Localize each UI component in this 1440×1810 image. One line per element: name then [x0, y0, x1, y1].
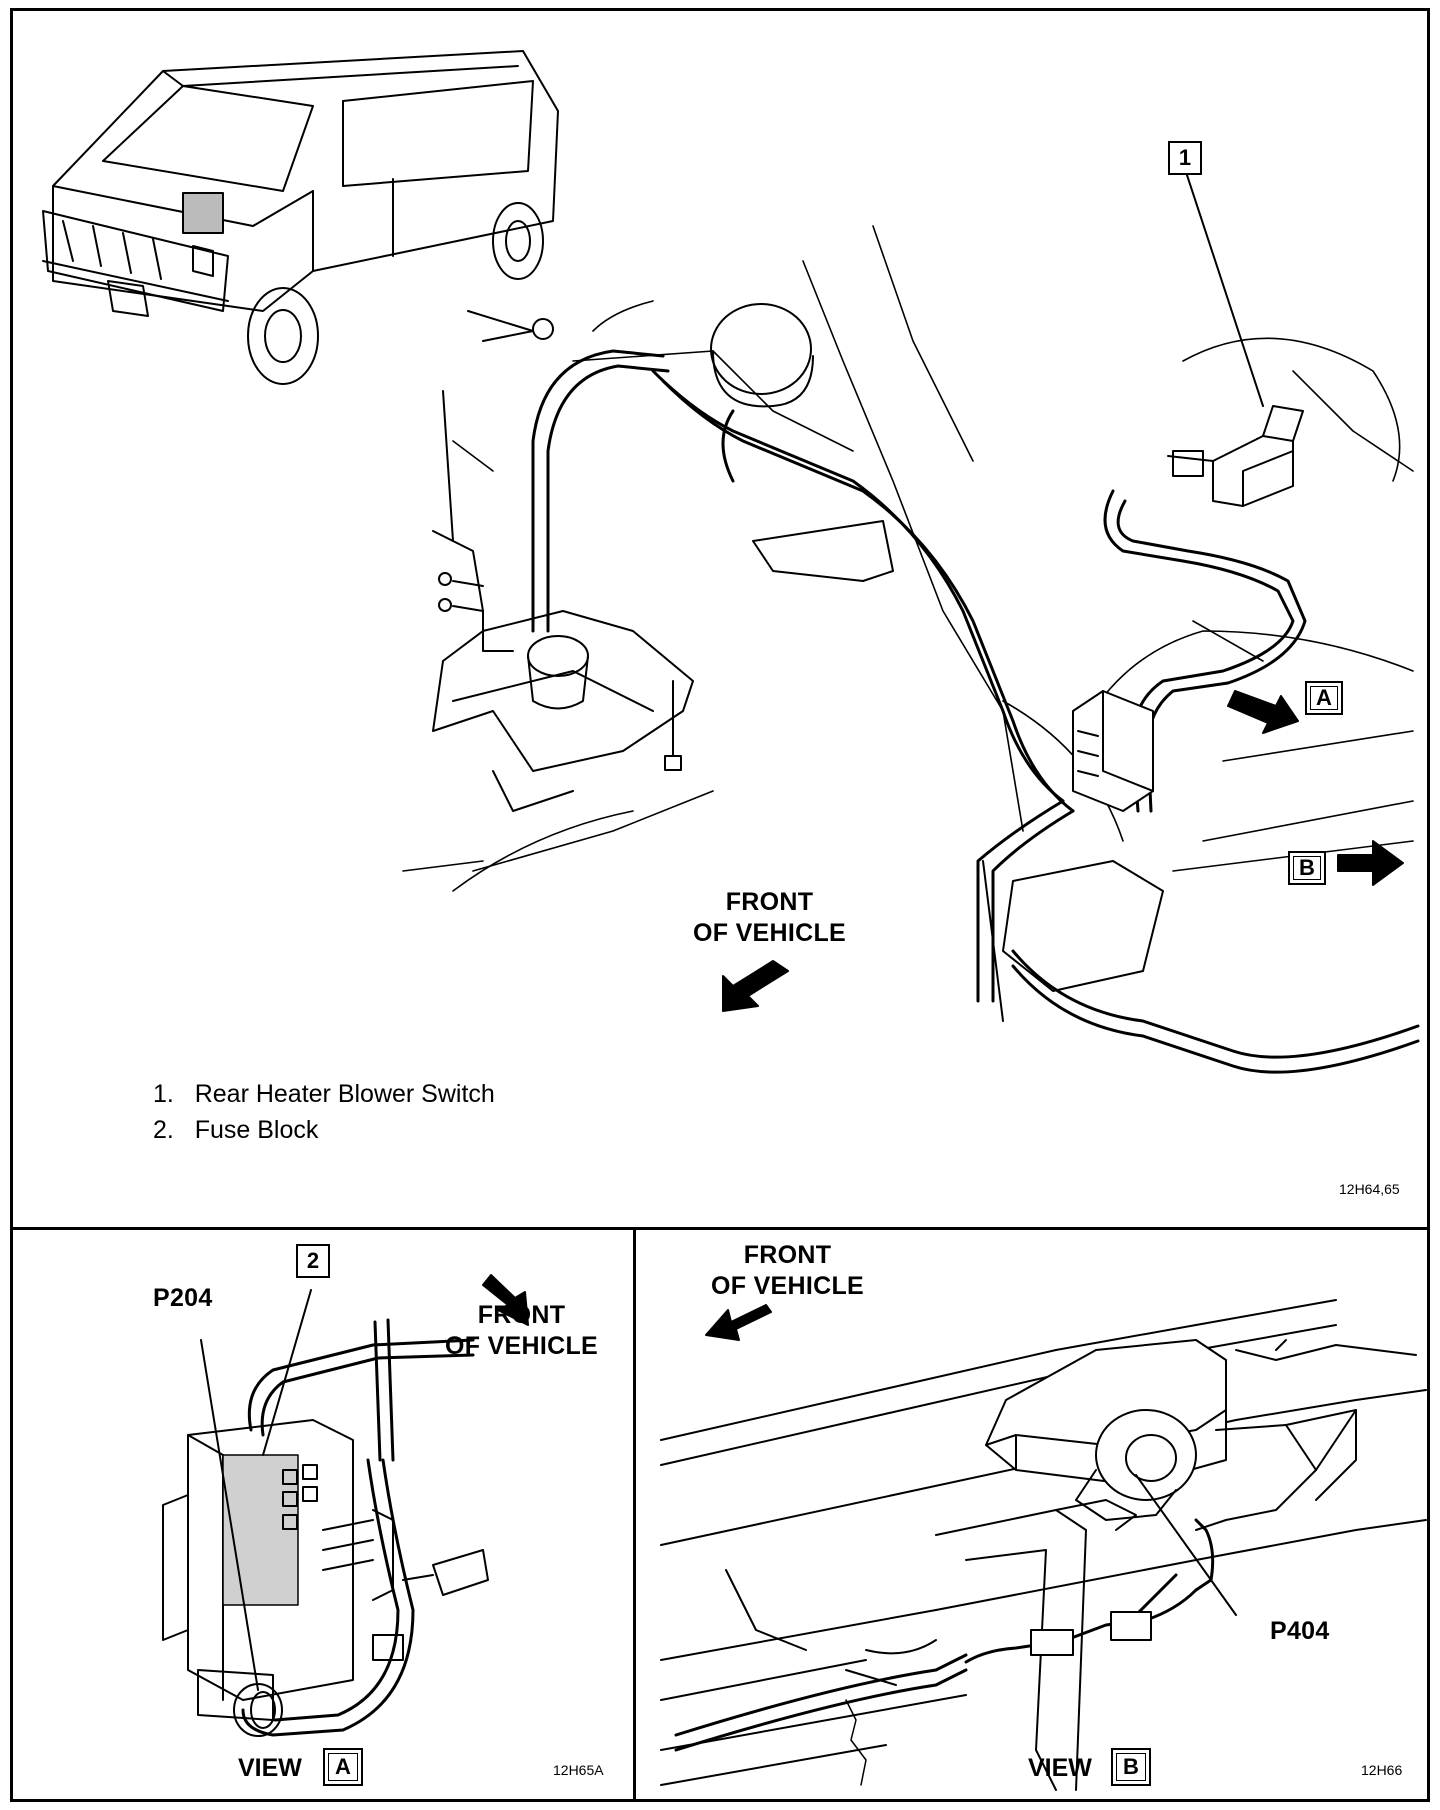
harness-connector-right: [1110, 1611, 1152, 1641]
main-panel: 1 A B FRONT OF VEHICLE 1. Rear Heater Bl…: [10, 8, 1430, 1230]
callout-1-label: 1: [1178, 145, 1192, 170]
callout-2-box: 2: [296, 1244, 330, 1278]
front-arrow-view-a: [482, 1274, 529, 1326]
legend-item-text: Rear Heater Blower Switch: [194, 1080, 495, 1108]
figure-code-main: 12H64,65: [1339, 1181, 1400, 1197]
p204-label: P204: [153, 1284, 213, 1312]
round-vent: [710, 303, 814, 408]
view-a-word: VIEW: [238, 1754, 302, 1782]
legend-item-num: 1.: [153, 1080, 174, 1108]
view-b-word: VIEW: [1028, 1754, 1092, 1782]
legend-item: 2. Fuse Block: [153, 1112, 495, 1148]
figure-code-view-b: 12H66: [1361, 1762, 1403, 1778]
view-a-panel: 2 P204 FRONT OF VEHICLE VIEW A 12H65A: [10, 1227, 636, 1802]
view-b-arrow: [1337, 840, 1404, 886]
front-arrow-view-b: [705, 1304, 772, 1341]
main-harness: [531, 349, 1420, 1074]
view-a-harness: [241, 1318, 475, 1737]
p404-label: P404: [1270, 1617, 1330, 1645]
legend-item: 1. Rear Heater Blower Switch: [153, 1076, 495, 1112]
main-illustration: [42, 50, 1420, 1074]
front-arrow-main: [722, 960, 789, 1012]
view-a-arrow: [1227, 690, 1299, 734]
fuse-block-body: [162, 1419, 489, 1721]
legend-item-text: Fuse Block: [194, 1116, 319, 1144]
view-b-caption: VIEW: [1028, 1754, 1092, 1783]
van-illustration: [42, 50, 559, 385]
front-label-view-b: FRONT OF VEHICLE: [711, 1240, 864, 1302]
view-b-caption-letter: B: [1123, 1754, 1139, 1779]
front-label-view-b-line2: OF VEHICLE: [711, 1272, 865, 1300]
left-bracket-assembly: [432, 310, 694, 812]
view-a-caption: VIEW: [238, 1754, 302, 1783]
view-a-marker-label: A: [1316, 685, 1332, 710]
front-label-view-a-line2: OF VEHICLE: [445, 1332, 599, 1360]
front-label-view-a: FRONT OF VEHICLE: [445, 1300, 598, 1362]
callout-2-label: 2: [306, 1248, 320, 1273]
front-label-view-b-line1: FRONT: [743, 1241, 832, 1269]
view-a-caption-letter: A: [335, 1754, 351, 1779]
view-b-caption-box: B: [1111, 1748, 1151, 1786]
fuse-block-illustration: [1072, 690, 1154, 812]
view-a-marker-box: A: [1305, 681, 1343, 715]
floor-panel: [660, 1299, 1427, 1786]
front-label-main-line2: OF VEHICLE: [693, 919, 847, 947]
lower-duct: [752, 520, 1164, 1022]
view-a-illustration: [162, 1274, 529, 1737]
blower-switch-illustration: [1167, 405, 1304, 507]
front-label-main: FRONT OF VEHICLE: [693, 887, 846, 949]
front-label-main-line1: FRONT: [725, 888, 814, 916]
dash-structure: [402, 225, 1414, 892]
blower-housing: [985, 1339, 1357, 1531]
view-b-marker-box: B: [1288, 851, 1326, 885]
callout-1-box: 1: [1168, 141, 1202, 175]
view-b-marker-label: B: [1299, 855, 1315, 880]
view-b-illustration: [660, 1299, 1427, 1791]
switch-harness: [1103, 489, 1307, 813]
legend: 1. Rear Heater Blower Switch 2. Fuse Blo…: [153, 1076, 495, 1148]
front-label-view-a-line1: FRONT: [477, 1301, 566, 1329]
figure-code-view-a: 12H65A: [553, 1762, 604, 1778]
view-b-panel: FRONT OF VEHICLE P404 VIEW B 12H66: [633, 1227, 1430, 1802]
legend-item-num: 2.: [153, 1116, 174, 1144]
view-a-caption-box: A: [323, 1748, 363, 1786]
harness-connector-left: [1030, 1629, 1074, 1656]
